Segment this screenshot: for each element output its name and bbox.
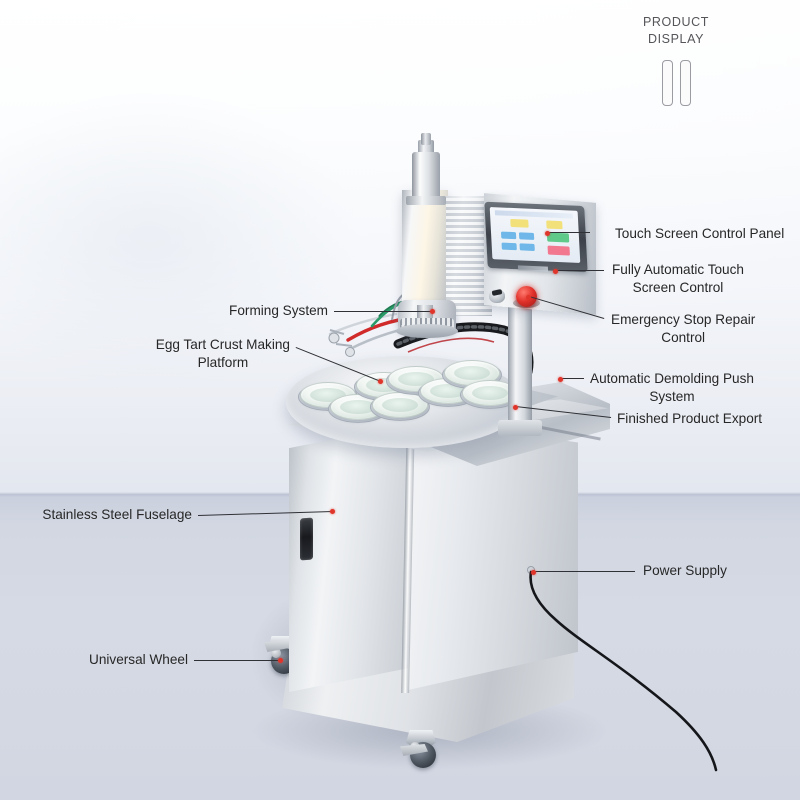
control-panel-post-base <box>498 420 542 436</box>
screen-button-6[interactable] <box>519 243 535 252</box>
pneumatic-cylinder-cap <box>421 133 431 145</box>
screen-button-5[interactable] <box>501 242 517 251</box>
callout-label-universal-wheel: Universal Wheel <box>89 652 188 667</box>
screen-button-0[interactable] <box>510 218 529 228</box>
callout-marker-emergency-stop-repair-control <box>526 295 531 300</box>
header-line-2: DISPLAY <box>647 32 705 46</box>
screen-header-bar <box>494 210 574 219</box>
egg-tart-crust-inner-5 <box>430 384 466 398</box>
callout-label-touch-screen-control-panel: Touch Screen Control Panel <box>615 226 785 241</box>
pneumatic-cylinder-body <box>412 152 440 200</box>
pneumatic-cylinder-flange <box>406 196 446 205</box>
callout-label-fully-automatic-touch-screen-control: Fully Automatic Touch Screen Control <box>612 262 744 295</box>
callout-marker-universal-wheel <box>278 658 283 663</box>
callout-leader-universal-wheel <box>194 660 281 661</box>
forming-head-column <box>402 190 448 320</box>
callout-marker-stainless-steel-fuselage <box>330 509 335 514</box>
egg-tart-crust-inner-3 <box>382 398 418 412</box>
touch-screen-display[interactable] <box>489 206 581 264</box>
callout-leader-fully-automatic-touch-screen-control <box>556 270 604 271</box>
callout-leader-automatic-demolding-push-system <box>561 378 584 379</box>
callout-label-egg-tart-crust-making-platform: Egg Tart Crust Making Platform <box>155 337 290 370</box>
screen-button-2[interactable] <box>500 231 517 240</box>
control-panel-post <box>508 300 532 428</box>
screen-button-3[interactable] <box>518 232 535 240</box>
callout-label-automatic-demolding-push-system: Automatic Demolding Push System <box>590 371 754 404</box>
callout-leader-touch-screen-control-panel <box>548 232 590 233</box>
egg-tart-crust-inner-7 <box>472 386 508 400</box>
callout-marker-power-supply <box>531 570 536 575</box>
screen-button-7[interactable] <box>547 245 570 256</box>
header-line-1: PRODUCT <box>642 15 709 29</box>
callout-label-forming-system: Forming System <box>229 303 328 318</box>
callout-marker-forming-system <box>430 309 435 314</box>
callout-leader-power-supply <box>534 571 635 572</box>
callout-label-stainless-steel-fuselage: Stainless Steel Fuselage <box>42 507 192 522</box>
callout-marker-egg-tart-crust-making-platform <box>378 379 383 384</box>
callout-label-power-supply: Power Supply <box>643 563 727 578</box>
egg-tart-crust-inner-6 <box>454 366 490 380</box>
screen-button-4[interactable] <box>546 232 570 243</box>
cabinet-door-handle[interactable] <box>300 517 313 561</box>
callout-marker-automatic-demolding-push-system <box>558 377 563 382</box>
callout-leader-forming-system <box>334 311 432 312</box>
background-glow <box>0 90 360 390</box>
callout-marker-fully-automatic-touch-screen-control <box>553 269 558 274</box>
screen-button-1[interactable] <box>546 220 563 230</box>
egg-tart-crust-inner-1 <box>340 400 376 414</box>
callout-label-finished-product-export: Finished Product Export <box>617 411 763 426</box>
callout-marker-touch-screen-control-panel <box>545 231 550 236</box>
header-product-display: PRODUCT DISPLAY <box>596 14 756 106</box>
two-vertical-bars-icon <box>659 60 693 106</box>
callout-marker-finished-product-export <box>513 405 518 410</box>
forming-press-ring <box>396 324 458 338</box>
callout-label-emergency-stop-repair-control: Emergency Stop Repair Control <box>611 312 756 345</box>
